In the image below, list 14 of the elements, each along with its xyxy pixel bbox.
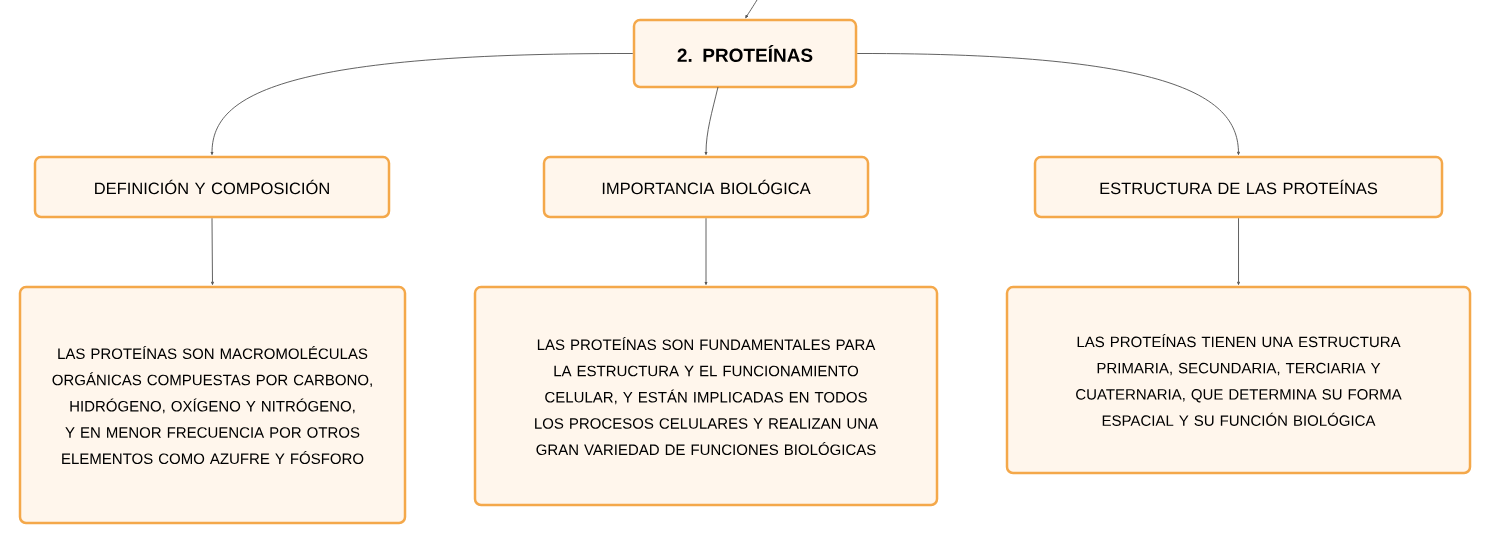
arrow	[704, 86, 719, 156]
topic-box: IMPORTANCIA BIOLÓGICA	[542, 155, 870, 219]
topic-box: ESTRUCTURA DE LAS PROTEÍNAS	[1033, 155, 1444, 219]
arrow	[1237, 217, 1240, 286]
description-box: LAS PROTEÍNAS SON FUNDAMENTALES PARA LA ESTRUCTURA Y EL FUNCIONAMIENTO CELULAR, Y ESTÁN IMPLICADAS EN TODOS LOS PROCESOS CELULARES Y REALIZAN UNA GRAN VARIEDAD DE FUNCIONES BIOLÓGICAS	[473, 285, 939, 507]
description-box: LAS PROTEÍNAS TIENEN UNA ESTRUCTURA PRIMARIA, SECUNDARIA, TERCIARIA Y CUATERNARIA, QUE DETERMINA SU FORMA ESPACIAL Y SU FUNCIÓN BIOLÓGICA	[1005, 285, 1472, 475]
description-box: LAS PROTEÍNAS SON MACROMOLÉCULAS ORGÁNICAS COMPUESTAS POR CARBONO, HIDRÓGENO, OXÍGENO Y NITRÓGENO, Y EN MENOR FRECUENCIA POR OTROS ELEMENTOS COMO AZUFRE Y FÓSFORO	[18, 285, 407, 525]
arrow	[211, 217, 214, 286]
arrow	[704, 217, 708, 286]
arrow	[210, 53, 634, 156]
topic-box: DEFINICIÓN Y COMPOSICIÓN	[33, 155, 391, 219]
title-box: 2. PROTEÍNAS	[632, 18, 858, 89]
arrow	[745, 0, 758, 19]
arrow	[856, 53, 1240, 156]
